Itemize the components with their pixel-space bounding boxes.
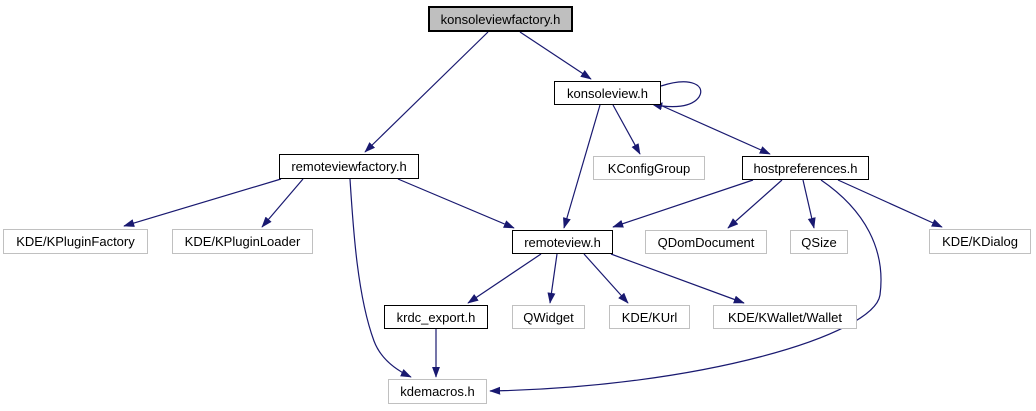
node-konsoleviewfactory-h: konsoleviewfactory.h xyxy=(428,6,573,32)
edge-konsoleview-hostpreferences xyxy=(659,104,771,155)
node-qsize: QSize xyxy=(790,230,848,254)
node-qdomdocument: QDomDocument xyxy=(645,230,767,254)
node-kde-kdialog: KDE/KDialog xyxy=(929,229,1031,254)
edge-konsoleviewfactory-konsoleview xyxy=(519,31,592,80)
edge-konsoleview-self-loop xyxy=(651,81,702,111)
node-krdc-export-h[interactable]: krdc_export.h xyxy=(384,305,488,329)
edge-remoteview-kwallet xyxy=(610,253,745,304)
node-remoteviewfactory-h[interactable]: remoteviewfactory.h xyxy=(279,154,419,179)
edge-remoteview-qwidget xyxy=(547,253,558,304)
edge-konsoleview-kconfiggroup xyxy=(612,104,641,155)
node-kdemacros-h: kdemacros.h xyxy=(388,379,487,404)
edge-hostpreferences-qsize xyxy=(802,179,816,229)
node-kde-kpluginloader: KDE/KPluginLoader xyxy=(172,229,313,254)
edge-remoteviewfactory-kpluginloader xyxy=(261,178,304,228)
edge-konsoleview-remoteview xyxy=(563,104,601,229)
edge-remoteview-krdc-export xyxy=(467,253,542,304)
edge-hostpreferences-qdomdocument xyxy=(727,179,783,229)
edge-hostpreferences-kdemacros xyxy=(489,179,882,395)
edge-remoteview-kurl xyxy=(583,253,629,304)
edge-remoteviewfactory-kdemacros xyxy=(349,178,412,378)
node-kde-kwallet-wallet: KDE/KWallet/Wallet xyxy=(713,305,857,329)
node-hostpreferences-h[interactable]: hostpreferences.h xyxy=(742,156,869,180)
edge-remoteviewfactory-remoteview xyxy=(397,178,515,229)
edge-hostpreferences-remoteview xyxy=(612,179,754,228)
node-qwidget: QWidget xyxy=(512,305,585,329)
node-kconfiggroup: KConfigGroup xyxy=(593,156,705,180)
node-kde-kpluginfactory: KDE/KPluginFactory xyxy=(3,229,148,254)
node-remoteview-h[interactable]: remoteview.h xyxy=(512,230,613,254)
node-konsoleview-h[interactable]: konsoleview.h xyxy=(554,81,661,105)
edge-remoteviewfactory-kpluginfactory xyxy=(123,178,282,227)
node-kde-kurl: KDE/KUrl xyxy=(609,305,690,329)
edge-hostpreferences-kdialog xyxy=(837,179,943,228)
edge-konsoleviewfactory-remoteviewfactory xyxy=(364,31,489,153)
